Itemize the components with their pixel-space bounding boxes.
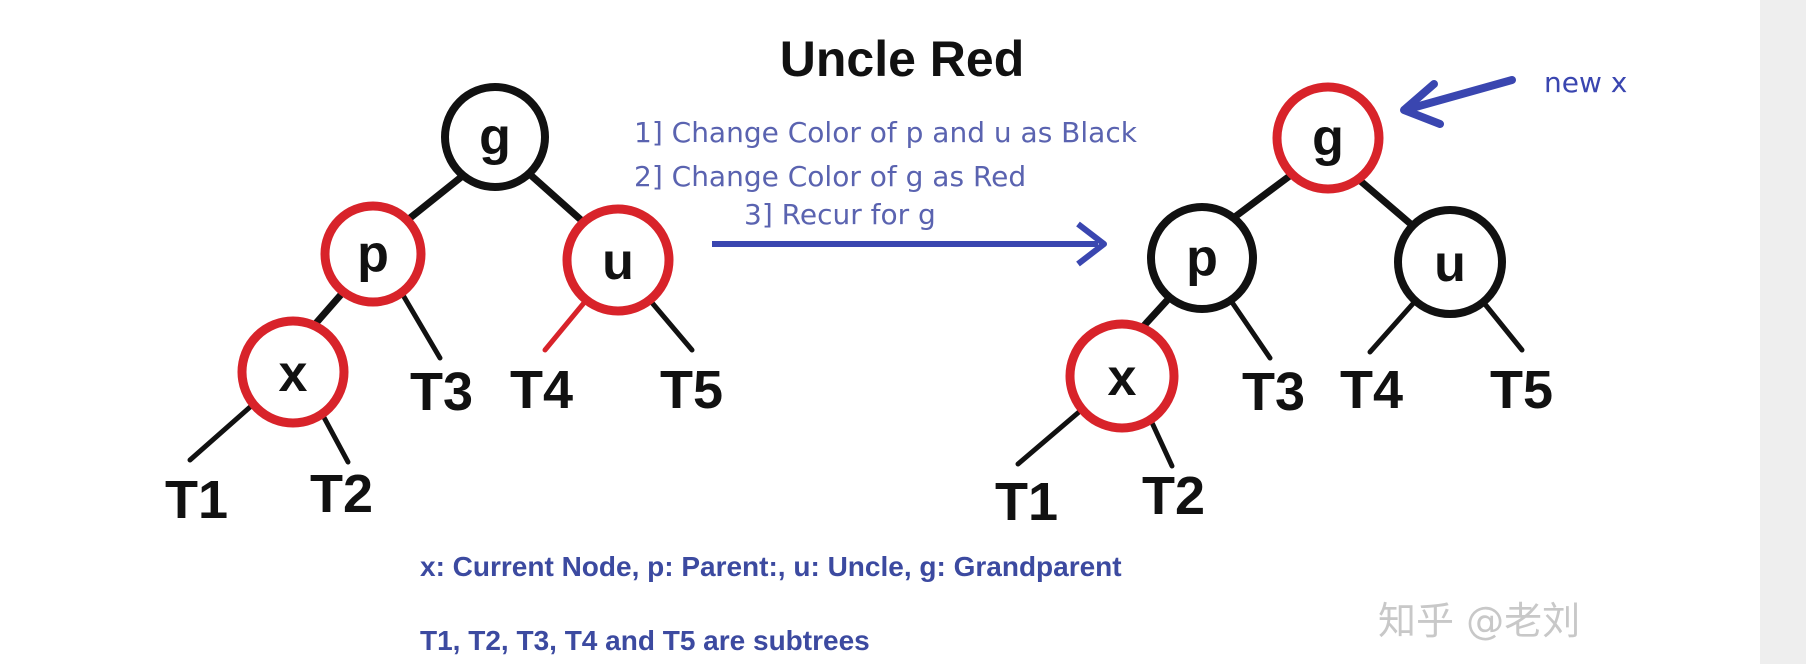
new-x-label: new x xyxy=(1544,66,1627,99)
step-3: 3] Recur for g xyxy=(744,198,936,231)
watermark: 知乎 @老刘 xyxy=(1378,599,1580,643)
right-subtree-t3: T3 xyxy=(1242,362,1305,422)
left-subtree-t5: T5 xyxy=(660,360,723,420)
left-edge-g-u xyxy=(521,166,594,232)
svg-text:p: p xyxy=(357,225,389,283)
left-edge-u-t4 xyxy=(542,295,591,353)
left-node-g: g xyxy=(441,83,549,191)
svg-text:x: x xyxy=(1108,349,1137,407)
left-edge-p-t3 xyxy=(397,287,443,361)
right-subtree-t5: T5 xyxy=(1490,360,1553,420)
right-edge-p-x xyxy=(1136,291,1176,334)
left-edge-u-t5 xyxy=(645,295,695,353)
svg-text:g: g xyxy=(479,108,511,166)
svg-text:u: u xyxy=(1434,235,1466,293)
left-edge-g-p xyxy=(401,166,474,226)
left-tree: g p u x T1 T2 T3 T4 T5 xyxy=(165,83,723,530)
left-subtree-t3: T3 xyxy=(410,362,473,422)
left-edge-x-t1 xyxy=(187,397,261,463)
svg-text:u: u xyxy=(602,233,634,291)
right-node-x: x xyxy=(1065,319,1179,433)
title: Uncle Red xyxy=(780,31,1025,87)
new-x-arrow xyxy=(1400,76,1516,128)
right-node-u: u xyxy=(1394,206,1506,318)
right-subtree-t1: T1 xyxy=(995,472,1058,532)
svg-text:g: g xyxy=(1312,109,1344,167)
right-subtree-t2: T2 xyxy=(1142,466,1205,526)
right-tree: g p u x T1 T2 T3 T4 T5 xyxy=(995,82,1553,532)
step-2: 2] Change Color of g as Red xyxy=(634,160,1026,193)
left-subtree-t2: T2 xyxy=(310,464,373,524)
right-node-p: p xyxy=(1147,203,1257,313)
right-edge-u-t4 xyxy=(1367,295,1421,355)
left-node-x: x xyxy=(237,316,349,428)
legend-subtrees: T1, T2, T3, T4 and T5 are subtrees xyxy=(420,625,870,656)
page-edge-strip xyxy=(1760,0,1806,664)
left-subtree-t1: T1 xyxy=(165,470,228,530)
transform-arrow xyxy=(712,221,1107,267)
step-1: 1] Change Color of p and u as Black xyxy=(634,116,1138,149)
svg-text:x: x xyxy=(279,345,308,403)
right-edge-g-p xyxy=(1224,168,1299,226)
svg-text:p: p xyxy=(1186,229,1218,287)
right-edge-x-t1 xyxy=(1015,403,1089,467)
right-node-g: g xyxy=(1272,82,1384,194)
left-node-p: p xyxy=(320,201,426,307)
right-edge-u-t5 xyxy=(1477,295,1525,353)
left-subtree-t4: T4 xyxy=(510,360,573,420)
left-node-u: u xyxy=(562,204,674,316)
legend-node-roles: x: Current Node, p: Parent:, u: Uncle, g… xyxy=(420,551,1122,582)
left-edge-x-t2 xyxy=(317,407,351,465)
right-subtree-t4: T4 xyxy=(1340,360,1403,420)
